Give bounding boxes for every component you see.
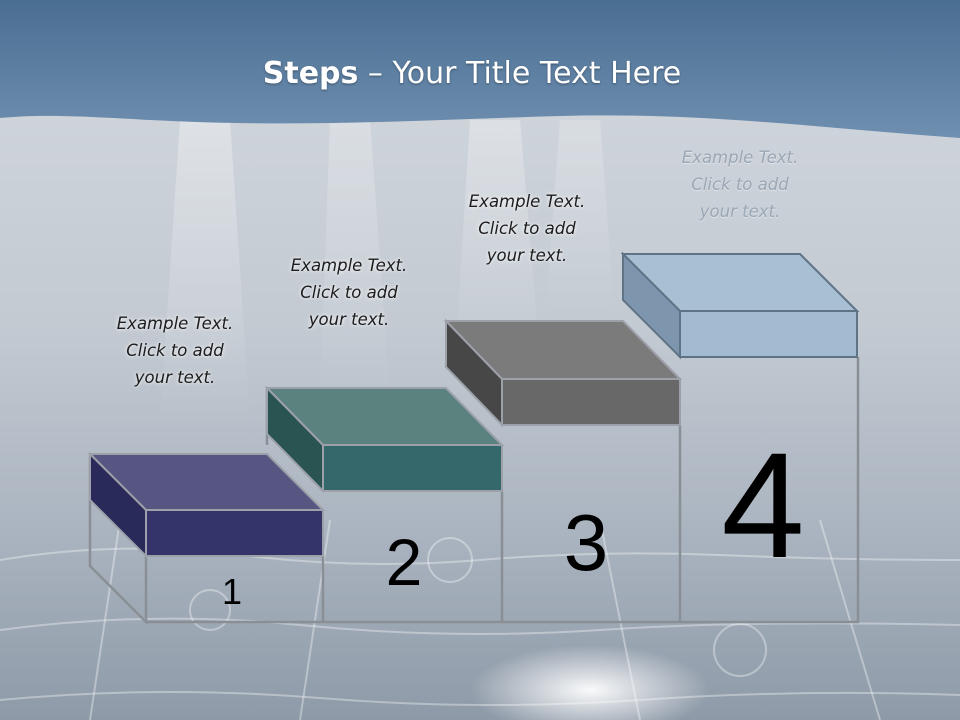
caption-line: Click to add [478, 219, 576, 238]
caption-line: Example Text. [681, 148, 799, 167]
step-2-block[interactable] [264, 385, 505, 494]
step-2-caption[interactable]: Example Text. Click to add your text. [259, 252, 439, 333]
step-3-caption[interactable]: Example Text. Click to add your text. [437, 188, 617, 269]
caption-line: Example Text. [290, 256, 408, 275]
step-4-block[interactable] [620, 251, 860, 360]
steps-outline [88, 357, 860, 626]
title-bold: Steps [262, 56, 359, 91]
step-2-number: 2 [386, 525, 423, 599]
caption-line: Click to add [691, 175, 789, 194]
caption-line: your text. [308, 310, 390, 329]
caption-line: Example Text. [468, 192, 586, 211]
step-4-number: 4 [721, 421, 804, 589]
step-3-block[interactable] [443, 318, 683, 428]
step-1-block[interactable] [87, 451, 326, 559]
title-rest: – Your Title Text Here [358, 56, 682, 91]
caption-line: Click to add [300, 283, 398, 302]
caption-line: your text. [486, 246, 568, 265]
caption-line: your text. [134, 368, 216, 387]
caption-line: your text. [699, 202, 781, 221]
step-1-caption[interactable]: Example Text. Click to add your text. [85, 310, 265, 391]
step-4-caption[interactable]: Example Text. Click to add your text. [650, 144, 830, 225]
caption-line: Click to add [126, 341, 224, 360]
step-3-number: 3 [564, 498, 609, 587]
caption-line: Example Text. [116, 314, 234, 333]
slide-title[interactable]: Steps – Your Title Text Here [0, 56, 944, 91]
step-1-number: 1 [222, 571, 242, 612]
